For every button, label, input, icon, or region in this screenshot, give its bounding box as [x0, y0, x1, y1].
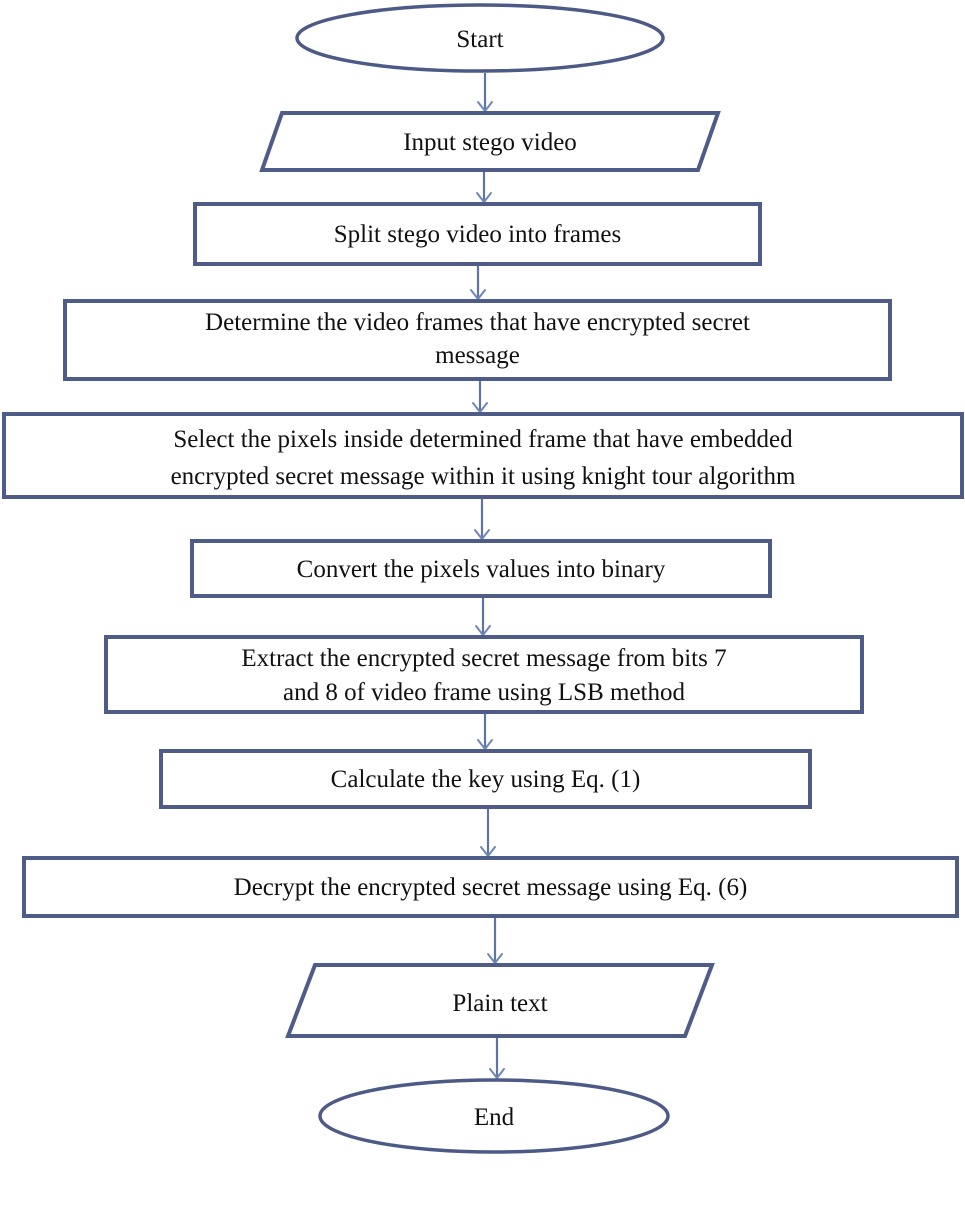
io-shape [259, 111, 721, 172]
node-key: Calculate the key using Eq. (1) [159, 749, 812, 809]
node-start: Start [295, 3, 665, 73]
arrow-head-icon [489, 1068, 505, 1080]
arrow-select-to-convert [474, 499, 490, 541]
node-label: End [474, 1104, 515, 1131]
node-label: Convert the pixels values into binary [297, 556, 666, 583]
node-convert: Convert the pixels values into binary [190, 539, 772, 598]
arrow-input-to-split [476, 172, 492, 204]
terminator-shape [295, 3, 665, 73]
node-determine: Determine the video frames that have enc… [63, 299, 892, 381]
process-shape [159, 749, 812, 809]
node-decrypt: Decrypt the encrypted secret message usi… [22, 856, 959, 918]
node-end: End [318, 1078, 670, 1154]
arrow-extract-to-key [477, 714, 493, 751]
node-split: Split stego video into frames [193, 202, 762, 266]
process-shape [190, 539, 772, 598]
node-plaintext: Plain text [285, 963, 715, 1038]
node-label: Input stego video [403, 129, 577, 156]
arrow-plaintext-to-end [489, 1038, 505, 1080]
node-label: Select the pixels inside determined fram… [173, 426, 793, 453]
process-shape [193, 202, 762, 266]
node-label: Determine the video frames that have enc… [205, 309, 750, 336]
node-select: Select the pixels inside determined fram… [2, 412, 964, 499]
node-label: encrypted secret message within it using… [171, 463, 796, 490]
process-shape [22, 856, 959, 918]
arrow-decrypt-to-plaintext [487, 918, 503, 965]
terminator-shape [318, 1078, 670, 1154]
process-shape [104, 635, 864, 714]
node-label: Plain text [452, 990, 547, 1017]
node-input: Input stego video [259, 111, 721, 172]
node-label: message [435, 342, 520, 369]
process-shape [63, 299, 892, 381]
arrow-split-to-determine [470, 266, 486, 301]
node-extract: Extract the encrypted secret message fro… [104, 635, 864, 714]
process-shape [2, 412, 964, 499]
node-label: Start [456, 26, 503, 53]
node-label: Decrypt the encrypted secret message usi… [234, 874, 748, 901]
node-label: Calculate the key using Eq. (1) [331, 766, 641, 793]
node-label: and 8 of video frame using LSB method [283, 679, 686, 706]
arrow-determine-to-select [472, 381, 488, 414]
arrow-convert-to-extract [475, 598, 491, 637]
io-shape [285, 963, 715, 1038]
arrow-start-to-input [477, 73, 493, 113]
node-label: Split stego video into frames [334, 221, 621, 248]
node-label: Extract the encrypted secret message fro… [241, 645, 726, 672]
arrow-key-to-decrypt [480, 809, 496, 858]
